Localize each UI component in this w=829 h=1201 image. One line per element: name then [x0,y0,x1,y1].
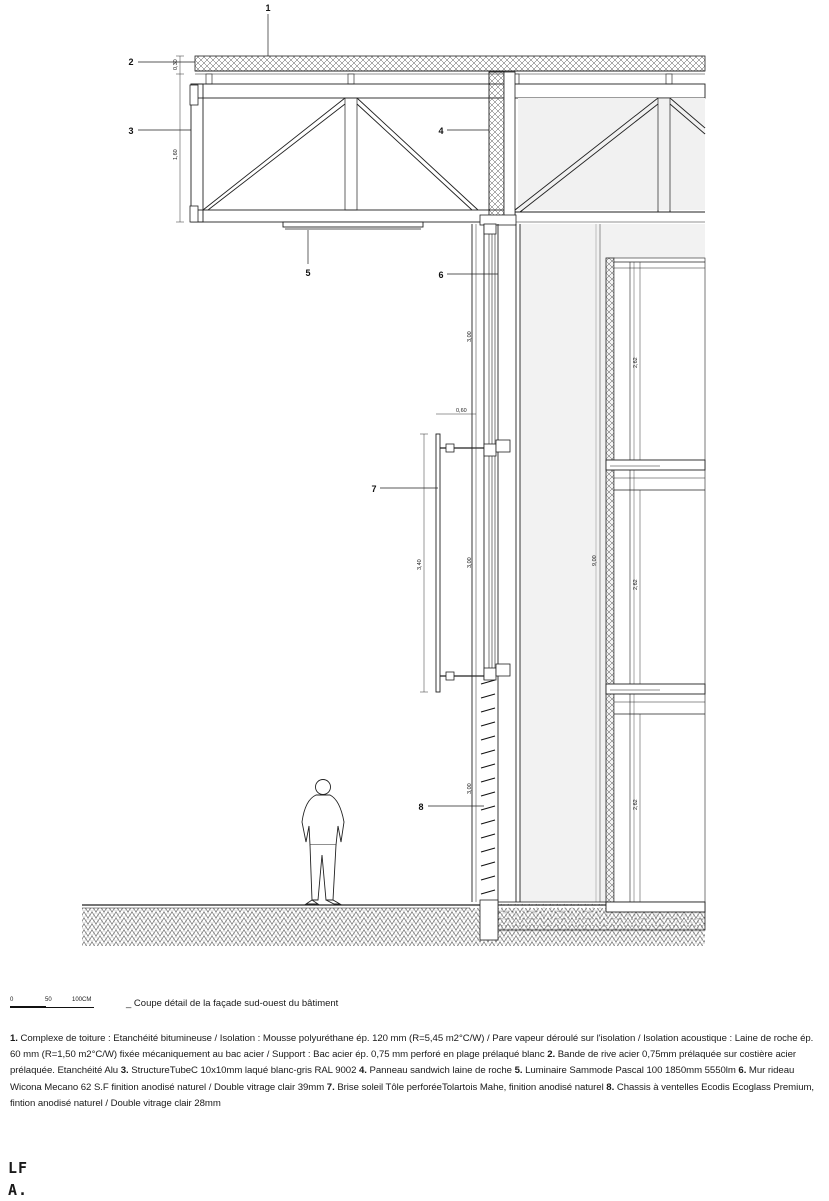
sandwich-panel [479,71,517,226]
callout-5: 5 [305,268,310,278]
interior-floors [605,257,706,905]
callout-4: 4 [438,126,443,136]
legend-text-6: Mur rideau Wicona Mecano 62 S.F finition… [10,1065,795,1093]
dim-floor-3: 2,62 [633,799,639,810]
ground-slab [82,899,706,946]
legend-text-5: Luminaire Sammode Pascal 100 1850mm 5550… [522,1065,739,1077]
legend-num-7: 7. [326,1081,335,1093]
scale-bar-thin [46,1007,94,1008]
callout-3: 3 [128,126,133,136]
scale-bar: 0 50 100CM [10,997,120,1013]
legend: 1. Complexe de toiture : Etanchéité bitu… [10,1031,816,1112]
scale-tick-100: 100CM [72,997,92,1003]
truss-right-overlay [514,97,706,213]
dim-curtain-lower: 3,00 [467,783,473,794]
luminaire [282,221,424,230]
callout-2: 2 [128,57,133,67]
dim-overhang: 0,60 [456,408,467,414]
dim-floor-1: 2,62 [633,357,639,368]
logo-line-1: LF [8,1159,29,1177]
roof-complex [194,55,706,85]
legend-text-4: Panneau sandwich laine de roche [366,1065,515,1077]
facade-section-drawing: 1 2 3 4 5 6 7 8 0,30 1,60 3,00 0,60 3,00… [82,3,706,946]
leader-lines [138,14,498,807]
legend-text-7: Brise soleil Tôle perforéeTolartois Mahe… [334,1081,607,1093]
dim-floor-2: 2,62 [633,579,639,590]
legend-num-4: 4. [358,1065,367,1077]
callout-7: 7 [371,484,376,494]
brise-soleil [435,433,484,693]
legend-num-3: 3. [120,1065,129,1077]
legend-num-2: 2. [547,1049,556,1061]
legend-text-1: Complexe de toiture : Etanchéité bitumin… [10,1033,814,1061]
legend-num-6: 6. [738,1065,747,1077]
scale-bar-solid [10,1006,46,1008]
callout-1: 1 [265,3,270,13]
interior-soffit [518,98,705,210]
scale-tick-50: 50 [45,997,52,1003]
legend-num-8: 8. [606,1081,615,1093]
legend-num-5: 5. [514,1065,523,1077]
dim-roof-thickness: 0,30 [173,59,179,70]
dim-curtain-upper: 3,00 [467,331,473,342]
legend-text-8: Chassis à ventelles Ecodis Ecoglass Prem… [10,1081,815,1109]
dim-truss-height: 1,60 [173,149,179,160]
dim-curtain-mid: 3,00 [467,557,473,568]
legend-num-1: 1. [10,1033,18,1044]
logo-line-2: A. [8,1181,29,1199]
scale-tick-0: 0 [10,997,14,1003]
human-scale-figure [301,779,345,905]
dim-brise-height: 3,40 [417,559,423,570]
curtain-wall [471,223,517,902]
lfa-logo: LF A. [8,1157,28,1201]
dim-total-height: 9,00 [592,555,598,566]
legend-text-3: StructureTubeC 10x10mm laqué blanc-gris … [128,1065,359,1077]
legend-text-2: Bande de rive acier 0,75mm prélaquée sur… [10,1049,796,1077]
dimension-lines [176,55,641,902]
louvre-window [480,679,496,895]
callout-6: 6 [438,270,443,280]
drawing-caption: _ Coupe détail de la façade sud-ouest du… [126,998,339,1009]
callout-8: 8 [418,802,423,812]
